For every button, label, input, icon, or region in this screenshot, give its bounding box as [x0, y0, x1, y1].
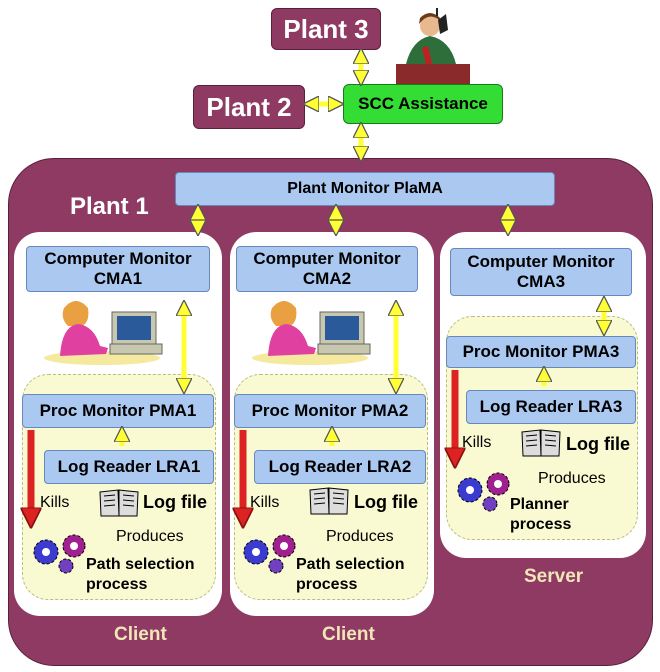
host1-caption: Client [114, 624, 167, 645]
host3-caption: Server [524, 566, 584, 587]
lra1-label: Log Reader LRA1 [57, 457, 201, 476]
process-label-2a: Path selection [296, 556, 405, 573]
cma2-line2: CMA2 [302, 269, 352, 288]
lra2-label: Log Reader LRA2 [268, 457, 412, 476]
log-book-icon [520, 428, 562, 458]
plant3-label: Plant 3 [283, 13, 369, 44]
cma3-line1: Computer Monitor [467, 252, 615, 271]
phone-man-icon [396, 8, 470, 84]
pma1-label: Proc Monitor PMA1 [39, 401, 197, 420]
log-book-icon [308, 486, 350, 516]
kills-label-3: Kills [462, 434, 492, 451]
lra3-box: Log Reader LRA3 [466, 390, 636, 424]
pma2-label: Proc Monitor PMA2 [251, 401, 409, 420]
process-label-3b: process [510, 516, 572, 533]
plama-label: Plant Monitor PlaMA [287, 180, 443, 197]
plama-box: Plant Monitor PlaMA [175, 172, 555, 206]
logfile-label-1: Log file [143, 492, 207, 512]
kills-label-2: Kills [250, 494, 280, 511]
plant3-box: Plant 3 [271, 8, 381, 50]
person-at-computer-icon [252, 301, 371, 365]
process-label-3a: Planner [510, 496, 569, 513]
cma3-box: Computer Monitor CMA3 [450, 248, 632, 296]
pma2-box: Proc Monitor PMA2 [234, 394, 426, 428]
cma2-box: Computer Monitor CMA2 [236, 246, 418, 292]
host2-caption: Client [322, 624, 375, 645]
cma1-line2: CMA1 [93, 269, 143, 288]
gears-icon [33, 534, 86, 574]
lra3-label: Log Reader LRA3 [479, 397, 623, 416]
produces-label-3: Produces [538, 470, 606, 487]
plant2-box: Plant 2 [193, 85, 305, 129]
cma3-line2: CMA3 [516, 272, 566, 291]
cma1-line1: Computer Monitor [44, 249, 192, 268]
scc-assistance-label: SCC Assistance [358, 94, 488, 113]
plant1-label: Plant 1 [70, 193, 149, 220]
gears-icon [243, 534, 296, 574]
scc-assistance-box: SCC Assistance [343, 84, 503, 124]
produces-label-1: Produces [116, 528, 184, 545]
pma3-box: Proc Monitor PMA3 [446, 336, 636, 368]
lra1-box: Log Reader LRA1 [44, 450, 214, 484]
cma1-box: Computer Monitor CMA1 [26, 246, 210, 292]
logfile-label-3: Log file [566, 434, 630, 454]
cma2-line1: Computer Monitor [253, 249, 401, 268]
produces-label-2: Produces [326, 528, 394, 545]
lra2-box: Log Reader LRA2 [254, 450, 426, 484]
logfile-label-2: Log file [354, 492, 418, 512]
gears-icon [457, 472, 510, 512]
person-at-computer-icon [44, 301, 163, 365]
log-book-icon [98, 488, 140, 518]
process-label-2b: process [296, 576, 358, 593]
process-label-1b: process [86, 576, 148, 593]
plant2-label: Plant 2 [206, 91, 292, 122]
pma3-label: Proc Monitor PMA3 [462, 342, 620, 361]
kills-label-1: Kills [40, 494, 70, 511]
process-label-1a: Path selection [86, 556, 195, 573]
